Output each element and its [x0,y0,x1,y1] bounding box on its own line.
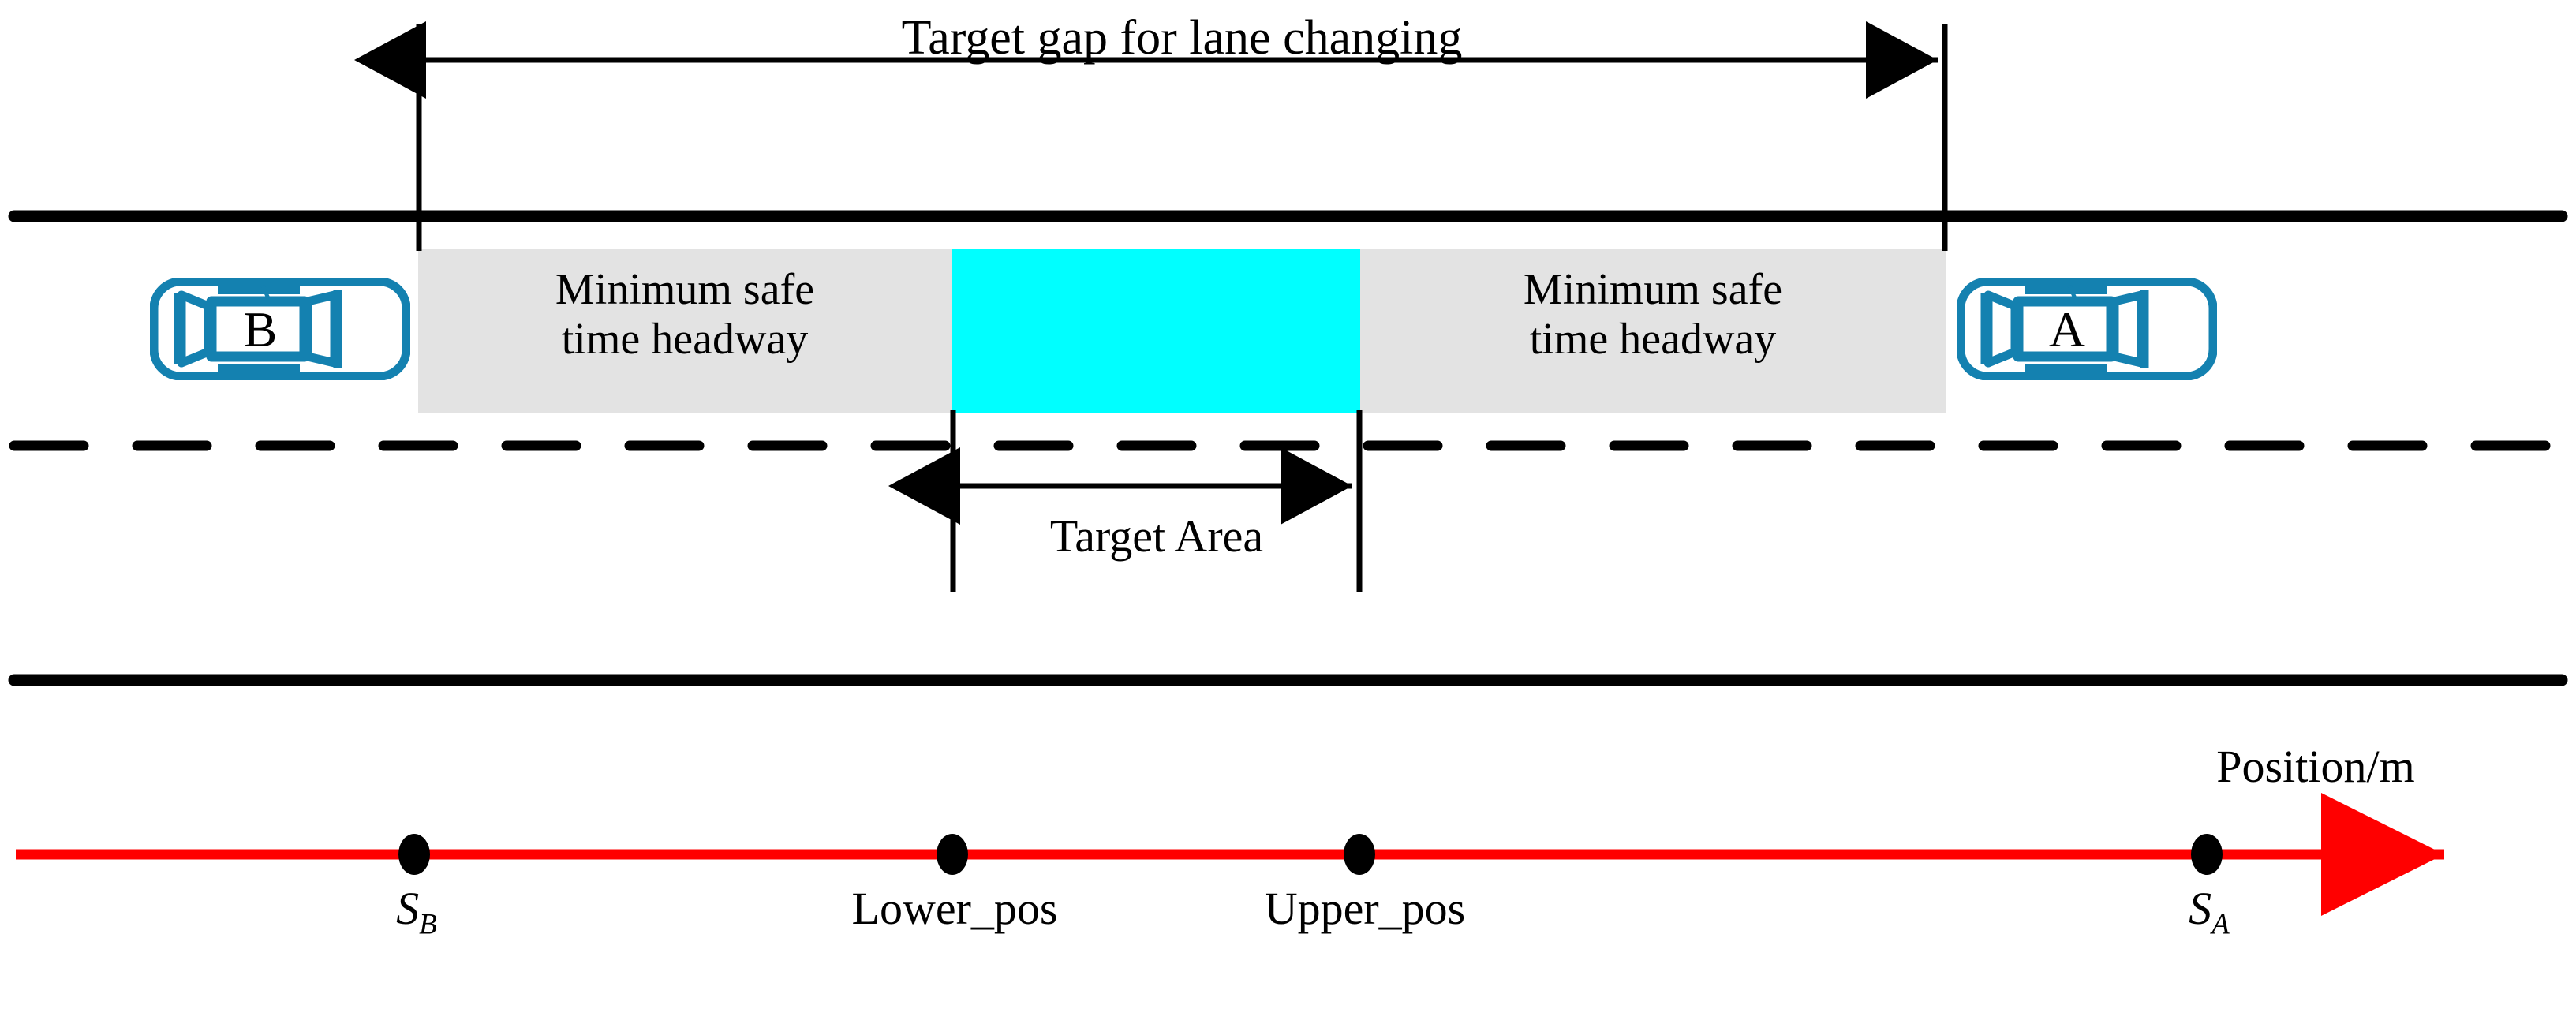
axis-tick-label-sb: SB [396,883,437,941]
band-headway-right [1360,249,1946,413]
position-axis-label: Position/m [2216,741,2415,792]
target-gap-measure-group [354,21,1948,251]
band-group [418,249,1946,413]
axis-tick-label-sa-base: S [2189,883,2212,934]
headway-left-label-line2: time headway [561,314,809,364]
band-target-area-box [952,249,1360,413]
vehicle-a-icon [1961,282,2213,376]
axis-tick-label-lower-pos: Lower_pos [851,883,1058,934]
axis-dot-sb [398,834,430,875]
vehicle-a-label: A [2048,301,2086,357]
axis-tick-label-upper-pos: Upper_pos [1264,883,1466,934]
target-area-label: Target Area [1049,510,1264,562]
road-lines [8,210,2568,686]
axis-dot-sa [2191,834,2223,875]
headway-right-label-line2: time headway [1529,314,1777,364]
headway-right-label: Minimum safe time headway [1524,265,1782,364]
headway-left-label: Minimum safe time headway [555,265,814,364]
axis-tick-label-sa-sub: A [2211,908,2230,941]
vehicle-b-icon [154,282,406,376]
vehicle-b-label: B [243,301,278,357]
target-gap-title: Target gap for lane changing [901,11,1463,65]
axis-tick-label-sb-sub: B [419,908,437,941]
headway-right-label-line1: Minimum safe [1523,265,1783,314]
headway-left-label-line1: Minimum safe [555,265,815,314]
axis-tick-label-sb-base: S [396,883,420,934]
position-axis-group [16,793,2444,916]
axis-dot-lower-pos [937,834,968,875]
axis-tick-label-sa: SA [2189,883,2230,941]
target-area-measure-group [888,410,1363,592]
band-headway-left [418,249,952,413]
axis-dot-upper-pos [1344,834,1375,875]
